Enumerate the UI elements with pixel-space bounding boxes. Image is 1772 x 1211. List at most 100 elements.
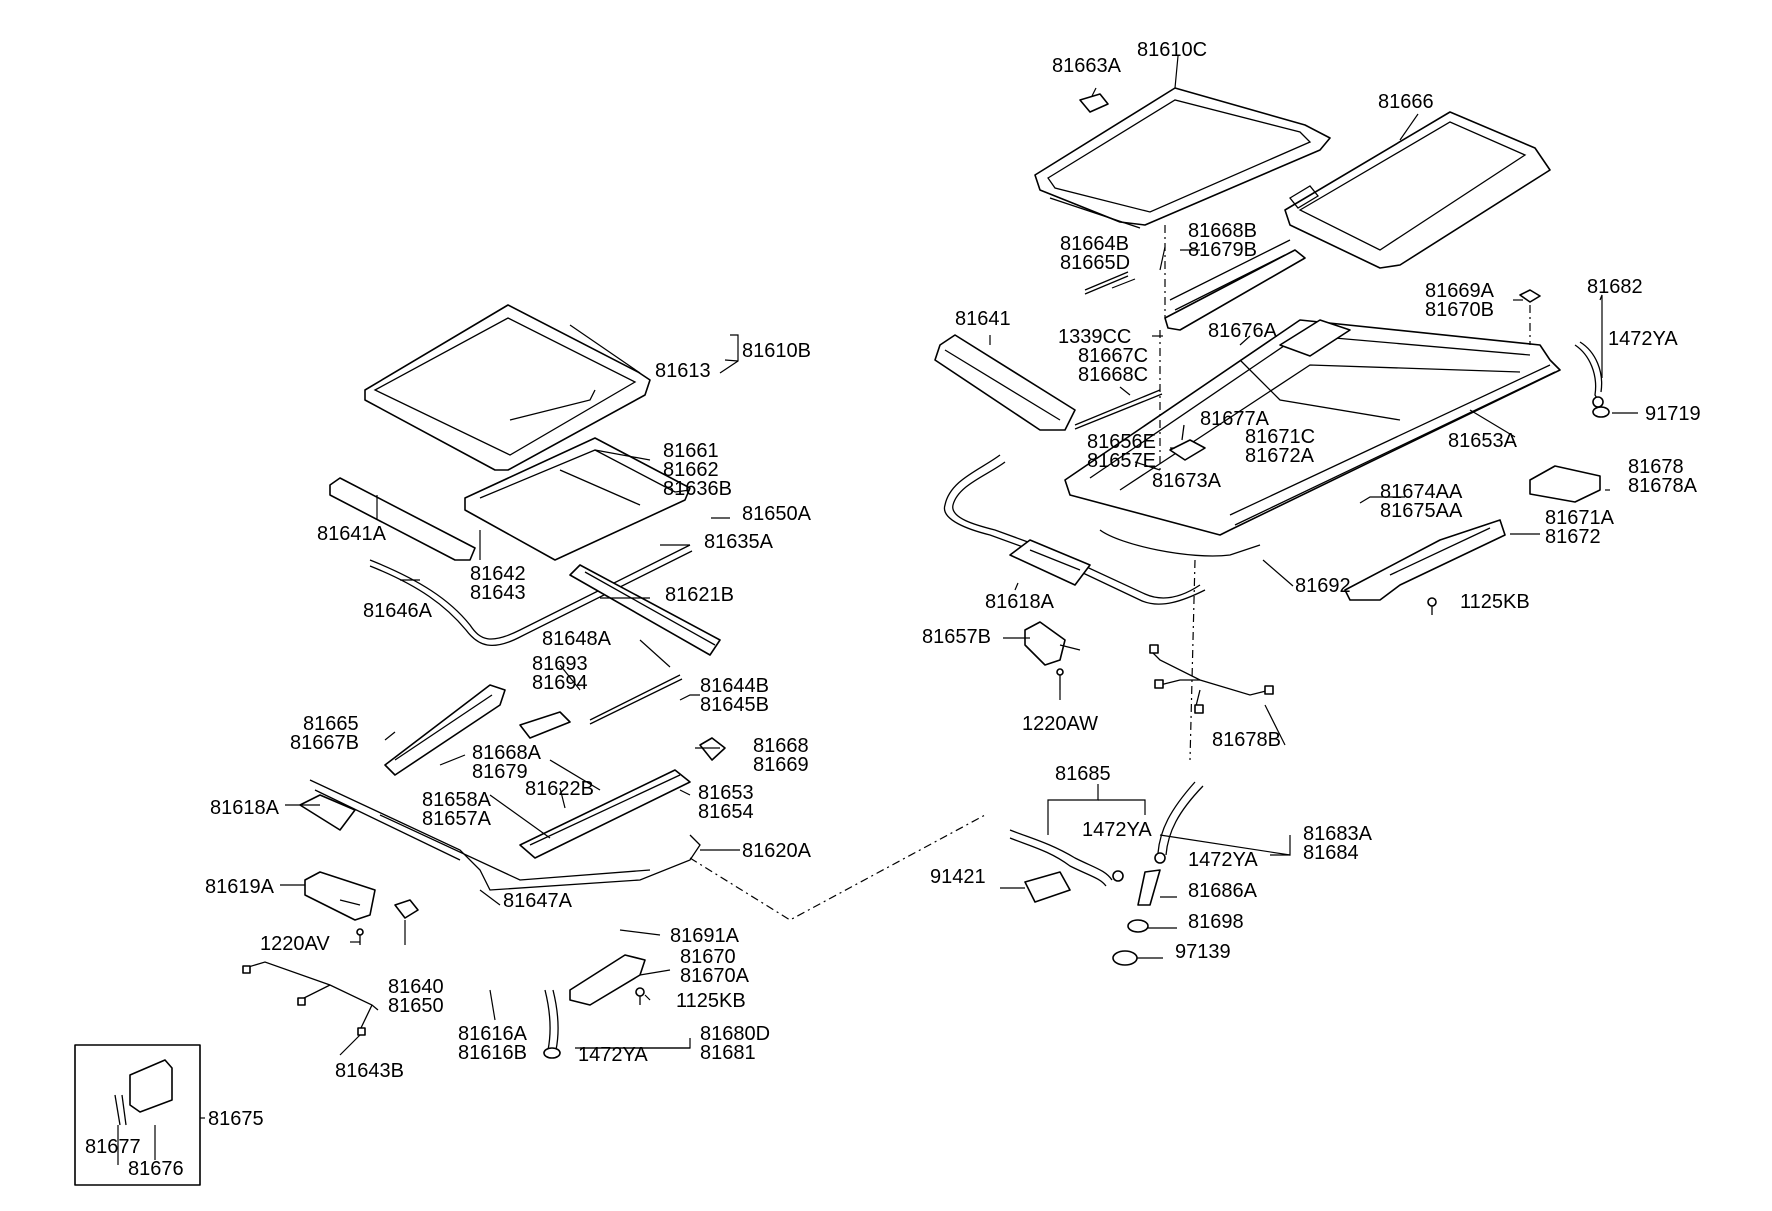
label-81675AA: 81675AA <box>1380 500 1463 522</box>
grommet-91719 <box>1592 406 1610 418</box>
motor-81619A <box>304 871 376 921</box>
bracket-81664B <box>1084 271 1129 295</box>
inset-box-81675 <box>74 1044 201 1186</box>
grommet-97139 <box>1112 950 1138 966</box>
label-81620A: 81620A <box>742 840 812 862</box>
label-81676: 81676 <box>128 1158 184 1180</box>
label-81610C: 81610C <box>1137 39 1207 61</box>
pad-81678 <box>1529 465 1601 503</box>
label-81618A-left: 81618A <box>210 797 280 819</box>
label-1220AV: 1220AV <box>260 933 330 955</box>
label-81654: 81654 <box>698 801 754 823</box>
label-81671A: 81671A <box>1545 507 1615 529</box>
label-81678A: 81678A <box>1628 475 1698 497</box>
hose-81685 <box>1009 829 1113 887</box>
label-81650A: 81650A <box>742 503 812 525</box>
label-81677: 81677 <box>85 1136 141 1158</box>
label-81698: 81698 <box>1188 911 1244 933</box>
label-1472YA-mid1: 1472YA <box>1082 819 1152 841</box>
label-81668C: 81668C <box>1078 364 1148 386</box>
label-81647A: 81647A <box>503 890 573 912</box>
guide-81668B <box>1164 239 1306 331</box>
label-81672A: 81672A <box>1245 445 1315 467</box>
sunshade-81666 <box>1284 111 1551 269</box>
label-81671C: 81671C <box>1245 426 1315 448</box>
label-81622B: 81622B <box>525 778 594 800</box>
label-81621B: 81621B <box>665 584 734 606</box>
label-81680D: 81680D <box>700 1023 770 1045</box>
label-81616A: 81616A <box>458 1023 528 1045</box>
label-91421: 91421 <box>930 866 986 888</box>
hose-81680D <box>544 989 559 1051</box>
frame-81653A <box>1064 319 1561 536</box>
label-81667B: 81667B <box>290 732 359 754</box>
deflector-81641 <box>934 334 1076 431</box>
label-81658A: 81658A <box>422 789 492 811</box>
seal-81646A <box>369 544 693 646</box>
label-81643B: 81643B <box>335 1060 404 1082</box>
label-81665: 81665 <box>303 713 359 735</box>
label-81657A: 81657A <box>422 808 492 830</box>
label-81691A: 81691A <box>670 925 740 947</box>
label-91719: 91719 <box>1645 403 1701 425</box>
label-81668B: 81668B <box>1188 220 1257 242</box>
label-81670B: 81670B <box>1425 299 1494 321</box>
drain-hose-81682 <box>1574 341 1604 408</box>
label-81657E: 81657E <box>1087 450 1156 472</box>
label-81662: 81662 <box>663 459 719 481</box>
tube-81692 <box>943 454 1261 605</box>
part-labels: 81663A 81610C 81666 81664B 81665D 81668B… <box>85 39 1701 1180</box>
guide-81665 <box>384 684 506 776</box>
label-81682: 81682 <box>1587 276 1643 298</box>
motor-81657B <box>1024 621 1081 666</box>
cable-81667C <box>1074 389 1163 430</box>
label-81641A: 81641A <box>317 523 387 545</box>
label-81645B: 81645B <box>700 694 769 716</box>
label-97139: 97139 <box>1175 941 1231 963</box>
label-81641: 81641 <box>955 308 1011 330</box>
motor-mount-81618A-left <box>299 794 356 831</box>
label-81664B: 81664B <box>1060 233 1129 255</box>
link-81693 <box>519 711 571 739</box>
grommet-81698 <box>1127 919 1149 933</box>
label-1125KB-right: 1125KB <box>1460 591 1530 613</box>
label-81653A: 81653A <box>1448 430 1518 452</box>
label-81686A: 81686A <box>1188 880 1258 902</box>
label-1125KB-left: 1125KB <box>676 990 746 1012</box>
label-81677A: 81677A <box>1200 408 1270 430</box>
screw-1220AV <box>356 928 364 945</box>
label-81663A: 81663A <box>1052 55 1122 77</box>
label-81668: 81668 <box>753 735 809 757</box>
motor-mount-81618A <box>1009 539 1091 586</box>
label-81693: 81693 <box>532 653 588 675</box>
label-81636B: 81636B <box>663 478 732 500</box>
label-81646A: 81646A <box>363 600 433 622</box>
label-81653: 81653 <box>698 782 754 804</box>
label-81613: 81613 <box>655 360 711 382</box>
label-1472YA-left: 1472YA <box>578 1044 648 1066</box>
label-81692: 81692 <box>1295 575 1351 597</box>
label-81685: 81685 <box>1055 763 1111 785</box>
bolt-1125KB-right <box>1427 597 1437 615</box>
label-81673A: 81673A <box>1152 470 1222 492</box>
clips-81656E <box>1169 424 1206 461</box>
label-81675: 81675 <box>208 1108 264 1130</box>
label-81684: 81684 <box>1303 842 1359 864</box>
rail-81653 <box>519 759 691 859</box>
bolt-1125KB-left <box>635 987 645 1005</box>
clamp-1472YA-left <box>543 1047 561 1059</box>
label-81643: 81643 <box>470 582 526 604</box>
label-1220AW: 1220AW <box>1022 713 1098 735</box>
label-81642: 81642 <box>470 563 526 585</box>
bracket-81640 <box>394 899 419 919</box>
clip-81663A <box>1079 93 1109 113</box>
label-81668A: 81668A <box>472 742 542 764</box>
label-81618A-right: 81618A <box>985 591 1055 613</box>
bracket-81668 <box>699 737 726 761</box>
rail-81621B <box>569 564 721 656</box>
label-81681: 81681 <box>700 1042 756 1064</box>
glass-panel-81610B <box>364 304 651 471</box>
label-1472YA-mid2: 1472YA <box>1188 849 1258 871</box>
pad-91421 <box>1024 871 1071 903</box>
